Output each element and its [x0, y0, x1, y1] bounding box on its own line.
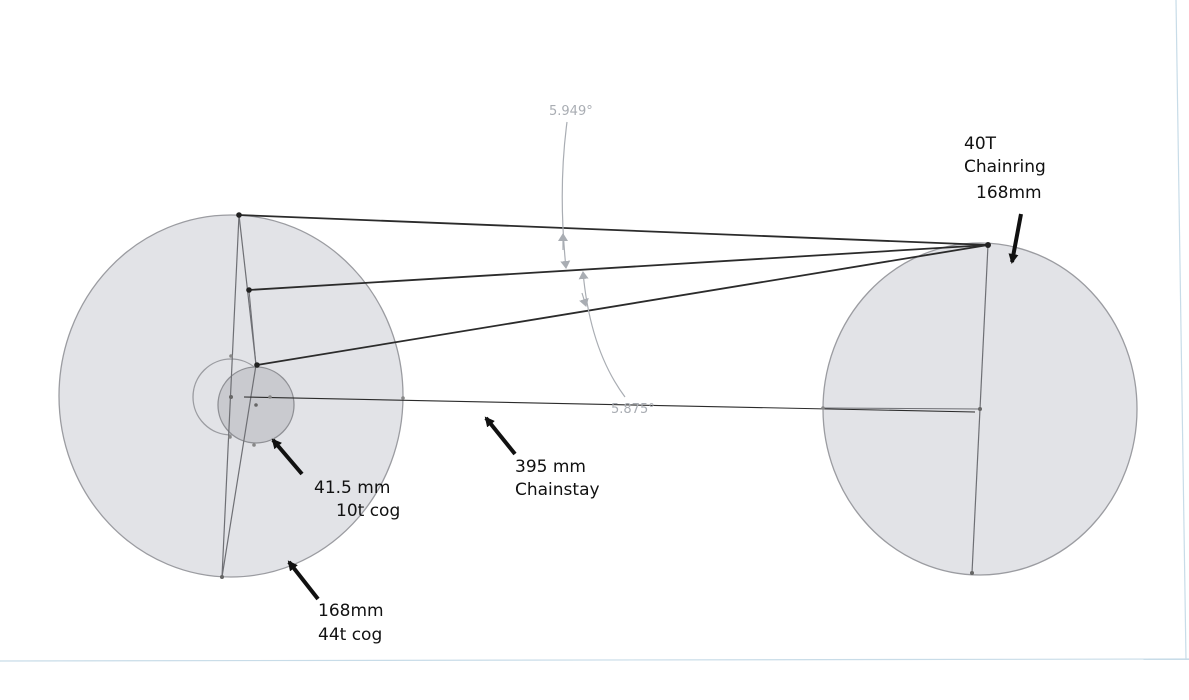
arrow-icon	[271, 438, 304, 476]
chainring-label-name: Chainring	[964, 157, 1046, 177]
vertex-point	[978, 407, 982, 411]
large-cog-label-teeth: 44t cog	[318, 625, 383, 645]
vertex-point	[970, 571, 974, 575]
vertex-point	[228, 435, 232, 439]
chain-line-top	[238, 214, 989, 246]
vertex-point	[236, 212, 242, 218]
small-cog-label-teeth: 10t cog	[336, 501, 401, 521]
vertex-point	[246, 287, 252, 293]
arrow-icon	[484, 416, 517, 456]
large-cog-label-size: 168mm	[318, 601, 384, 621]
chainstay-label-name: Chainstay	[515, 480, 600, 500]
frame-edge-right	[1175, 0, 1187, 661]
frame-edge-bottom	[0, 658, 1189, 662]
vertex-point	[229, 354, 233, 358]
vertex-point	[229, 395, 233, 399]
vertex-point	[252, 443, 256, 447]
vertex-point	[401, 396, 405, 400]
arrow-icon	[1008, 213, 1023, 264]
arrow-icon	[287, 560, 320, 601]
chainstay-label-length: 395 mm	[515, 457, 586, 477]
chainring-label-teeth: 40T	[964, 134, 997, 154]
upper-angle-arc	[560, 121, 571, 269]
vertex-point	[985, 242, 991, 248]
vertex-point	[220, 575, 224, 579]
vertex-point	[821, 406, 825, 410]
rear-diagonal-line-2	[221, 364, 257, 578]
chainring-label-size: 168mm	[976, 183, 1042, 203]
lower-angle-dimension: 5.875°	[611, 402, 655, 417]
lower-angle-arc	[578, 271, 626, 398]
chain-line-bottom	[256, 244, 989, 366]
vertex-point	[254, 362, 260, 368]
chainring-horizontal-line	[822, 407, 981, 410]
small-cog-label-size: 41.5 mm	[314, 478, 391, 498]
upper-angle-dimension: 5.949°	[549, 104, 593, 119]
lower-angle-arrow-bottom	[579, 292, 589, 307]
chain-line-middle	[248, 244, 989, 291]
vertex-point	[254, 403, 258, 407]
rear-short-line	[248, 289, 257, 366]
vertex-point	[268, 395, 272, 399]
chainstay-line	[243, 396, 976, 413]
